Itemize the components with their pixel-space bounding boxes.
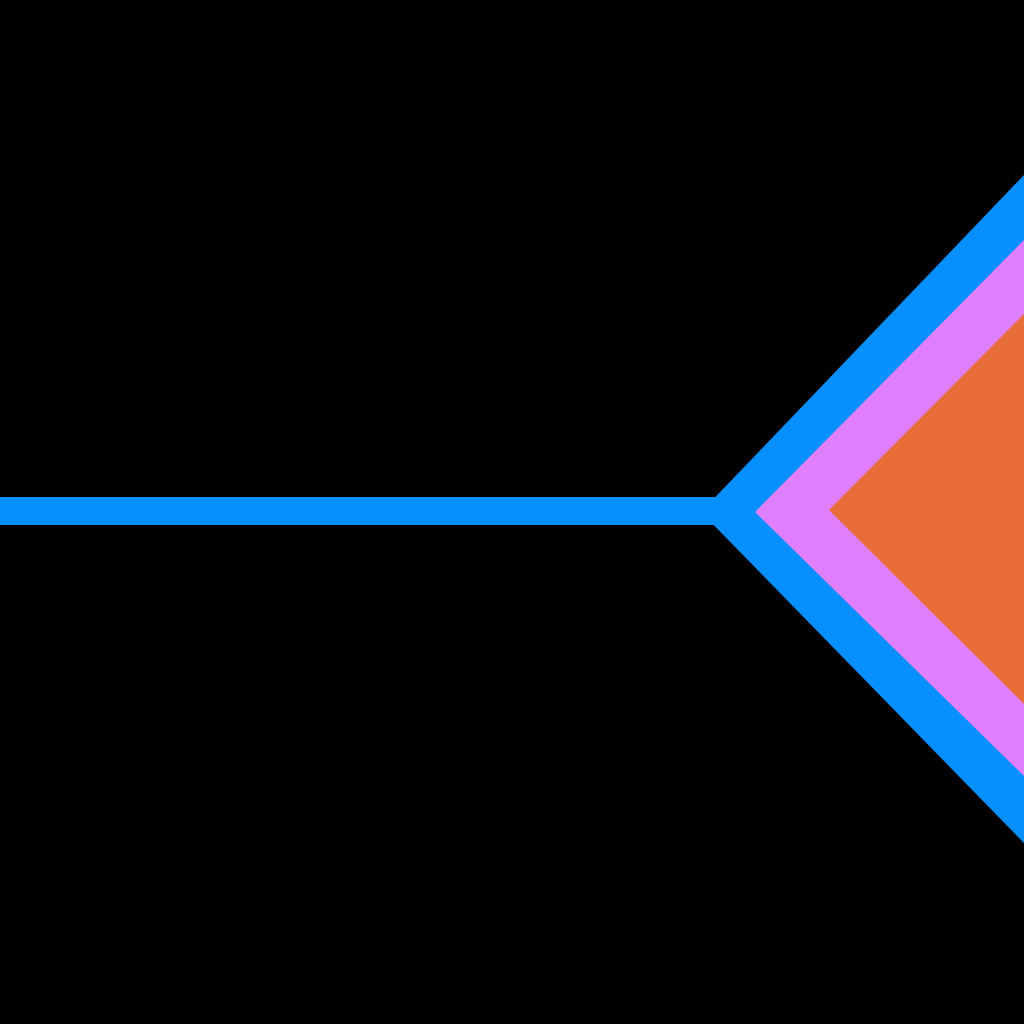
horizontal-blue-line — [0, 497, 716, 525]
inner-orange-triangle — [829, 314, 1024, 704]
